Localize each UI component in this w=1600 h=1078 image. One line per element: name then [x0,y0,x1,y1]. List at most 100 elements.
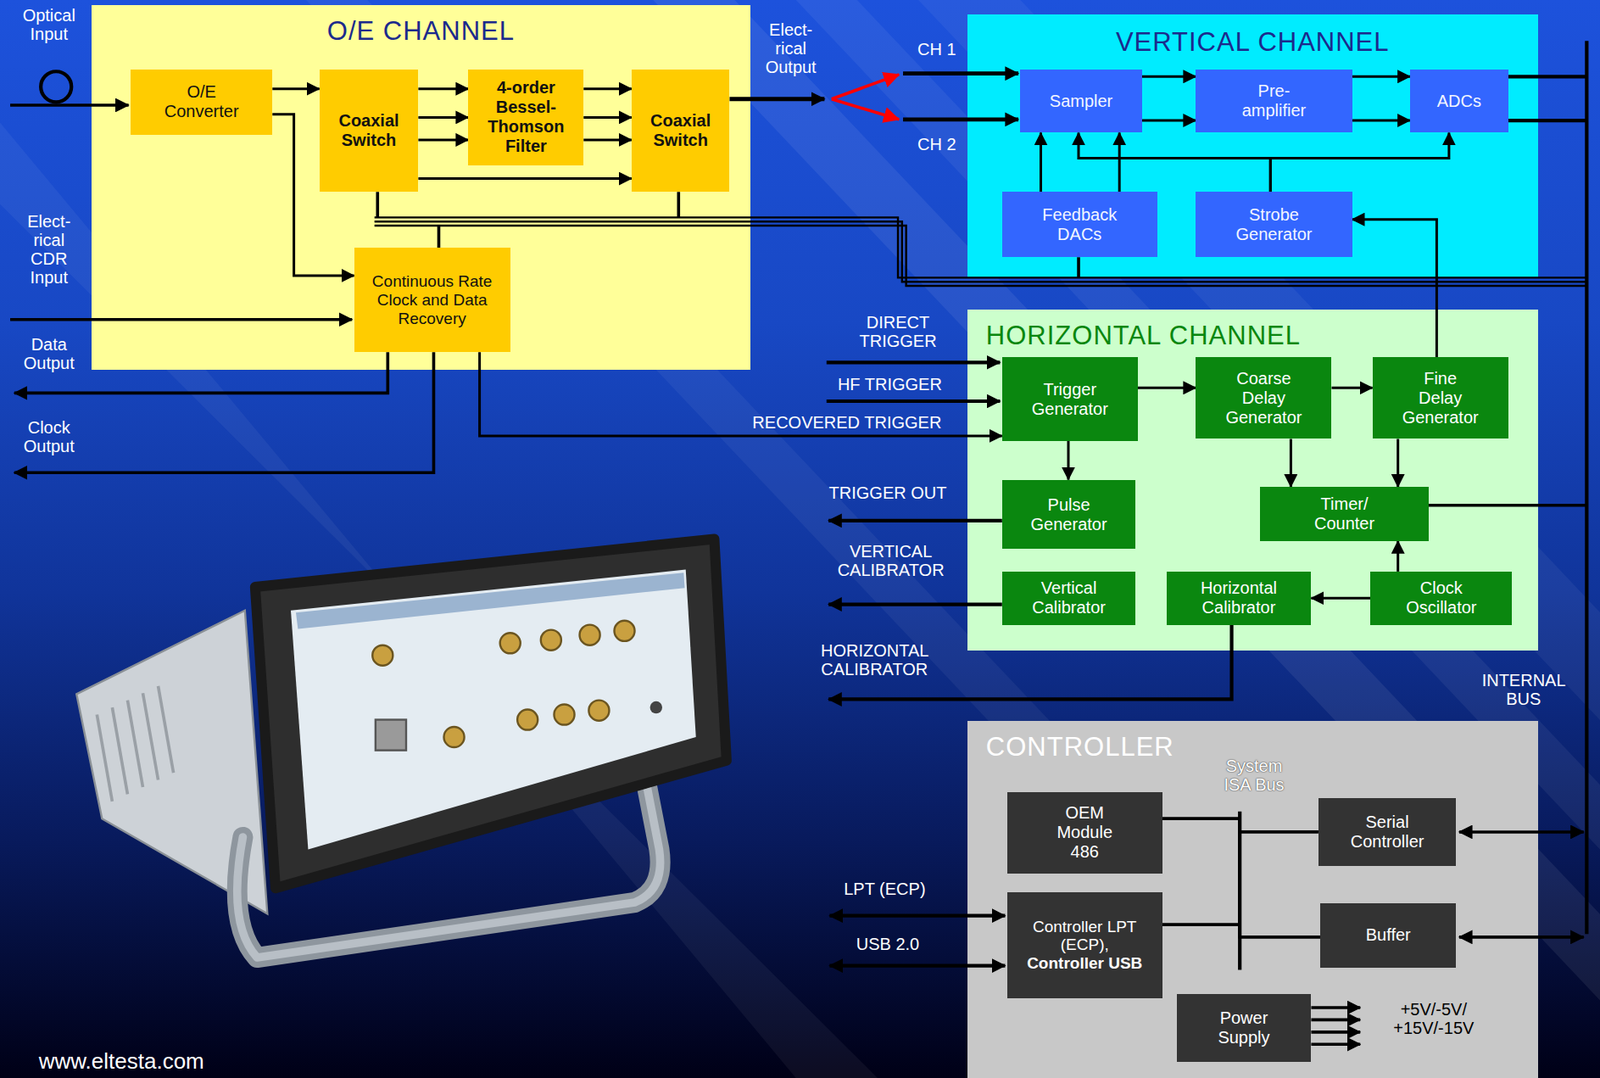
connector [372,645,393,666]
signal-label: HORIZONTAL CALIBRATOR [820,641,929,679]
connector-arrow [1352,75,1411,79]
signal-label: Clock Output [23,418,75,456]
block-box: Serial Controller [1318,797,1456,865]
bus-wire [1459,935,1584,939]
power-wire [1310,1030,1361,1034]
block-box: Fine Delay Generator [1372,356,1509,439]
signal-wire [829,914,1005,918]
block-box: Strobe Generator [1195,191,1352,257]
block-box: Feedback DACs [1002,191,1158,257]
box-label: Feedback DACs [1042,205,1117,245]
box-label: Pulse Generator [1031,495,1108,535]
connector-arrow [1118,132,1121,192]
signal-label: LPT (ECP) [843,879,926,898]
power-wire [1310,1005,1361,1010]
connector-arrow [1310,596,1371,600]
website-url: www.eltesta.com [39,1048,205,1074]
power-wire [1310,1042,1361,1046]
block-box: Power Supply [1176,993,1312,1061]
connector-arrow [1039,132,1043,192]
power-wire [1310,1018,1361,1022]
block-box: ADCs [1410,69,1509,134]
connector [613,620,635,642]
connector-arrow [1332,386,1373,390]
channel-selector-arrow [831,99,899,120]
block-box: Timer/ Counter [1259,486,1429,541]
box-text-wrap: Serial Controller [1350,812,1425,852]
box-text-wrap: Strobe Generator [1235,205,1312,245]
connector [500,632,521,653]
bus-wire [1428,503,1588,508]
signal-wire [903,117,1019,122]
signal-wire [828,518,1003,523]
box-label: Controller LPT (ECP), [1012,917,1158,955]
connector-arrow [1137,386,1197,390]
box-label: Horizontal Calibrator [1200,578,1277,618]
internal-bus [1584,40,1589,934]
box-label: Coaxial Switch [338,111,399,151]
signal-wire [829,963,1005,967]
panel-heading: HORIZONTAL CHANNEL [967,309,1539,349]
bus-wire [1076,256,1081,278]
signal-wire [826,399,1001,403]
optical-input-symbol [40,71,72,102]
bus-wire [1508,118,1588,123]
connector-arrow [1289,439,1293,488]
box-label: OEM Module 486 [1056,802,1113,862]
signal-label: HF TRIGGER [837,374,943,394]
vent [96,714,112,802]
stripe [918,0,1600,1078]
signal-wire [729,96,825,101]
block-box: Clock Oscillator [1370,571,1512,625]
block-box: Pre- amplifier [1195,69,1352,134]
box-text-wrap: Continuous Rate Clock and Data Recovery [359,272,506,329]
box-text-wrap: O/E Converter [164,82,240,122]
block-box: Buffer [1320,903,1456,968]
box-text-wrap: Pre- amplifier [1242,81,1307,121]
block-box: OEM Module 486 [1007,791,1163,874]
box-text-wrap: Fine Delay Generator [1402,368,1479,428]
channel-panel: HORIZONTAL CHANNEL Trigger Generator Coars… [967,309,1539,651]
box-label: Clock Oscillator [1405,578,1477,618]
channel-panel: VERTICAL CHANNEL Sampler Pre- amplifier ADC… [967,14,1539,278]
box-label: Power Supply [1217,1008,1270,1048]
box-text-wrap: Power Supply [1217,1008,1270,1048]
connector-arrow [1142,119,1197,123]
signal-wire [14,351,435,473]
panel-heading: VERTICAL CHANNEL [967,14,1539,56]
panel-heading: O/E CHANNEL [91,5,750,45]
signal-label: USB 2.0 [856,934,920,954]
signal-wire [10,103,129,107]
connector-arrow [418,138,469,141]
box-text-wrap: 4-order Bessel-Thomson Filter [487,78,564,157]
signal-label: Optical Input [22,5,76,44]
power-led [650,701,663,714]
signal-label: DIRECT TRIGGER [858,312,937,351]
optical-connector [375,719,407,751]
box-label: Coaxial Switch [650,111,711,151]
connector [517,709,538,731]
box-label: Sampler [1049,91,1113,112]
box-label: Timer/ Counter [1314,494,1375,534]
connector-arrow [272,87,319,90]
box-text-wrap: Controller LPT (ECP),Controller USB [1012,917,1158,974]
block-box: Pulse Generator [1002,479,1137,550]
signal-wire [903,71,1019,76]
box-label: Trigger Generator [1031,379,1109,419]
signal-label: System ISA Bus [1215,756,1293,794]
box-text-wrap: Vertical Calibrator [1031,578,1106,618]
vent [142,692,158,780]
vent [111,707,128,794]
box-label: O/E Converter [164,82,240,122]
connector-arrow [1396,540,1400,572]
connector [553,703,575,725]
signal-label: Data Output [23,334,75,373]
stripe [796,0,1600,1078]
block-box: Coaxial Switch [319,69,419,192]
signal-label: INTERNAL BUS [1482,670,1566,709]
box-text-wrap: Coarse Delay Generator [1225,368,1302,428]
connector-arrow [1067,440,1071,480]
signal-label: CH 2 [917,134,957,154]
signal-label: Elect- rical CDR Input [27,211,71,287]
